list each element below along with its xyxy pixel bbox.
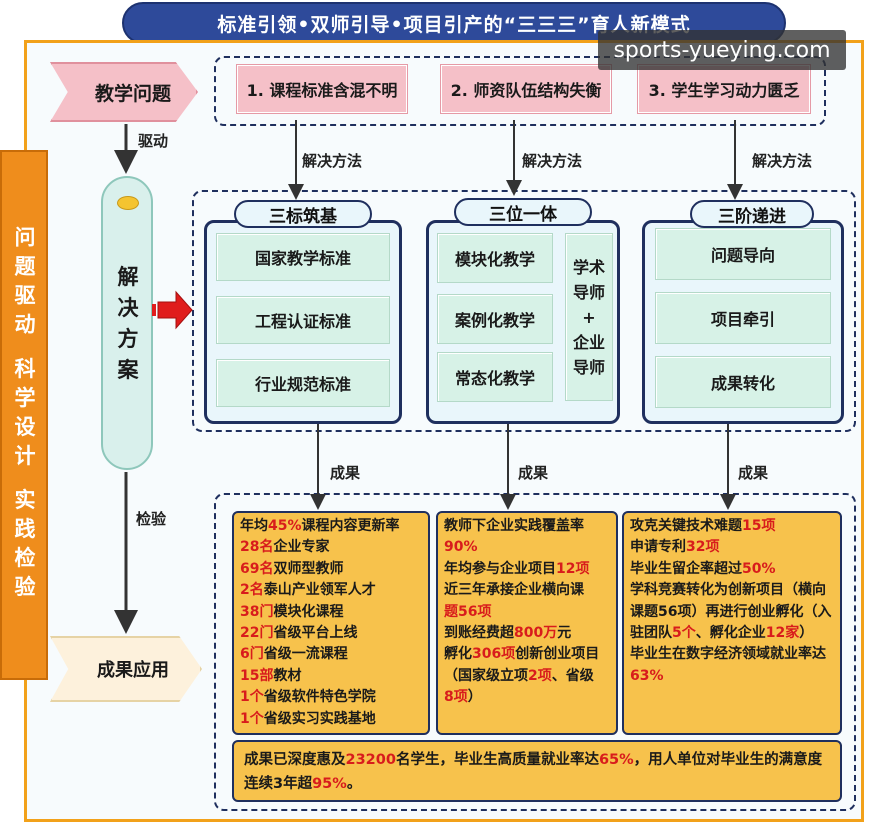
result-box-1: 年均45%课程内容更新率 28名企业专家 69名双师型教师 2名泰山产业领军人才… [232, 511, 430, 735]
results-group [214, 493, 856, 811]
problems-group [214, 56, 826, 126]
result-box-2: 教师下企业实践覆盖率 90% 年均参与企业项目12项 近三年承接企业横向课 题5… [436, 511, 618, 735]
result3-line-3: 毕业生留企率超过50% [630, 560, 776, 577]
method-label-2: 解决方法 [522, 152, 583, 170]
method-label-1: 解决方法 [302, 152, 363, 170]
result-application-node: 成果应用 [50, 636, 202, 702]
result1-line-10: 1个省级实习实践基地 [240, 710, 376, 727]
mentor-line-3: 企业 [572, 332, 605, 352]
result-box-3: 攻克关键技术难题15项 申请专利32项 毕业生留企率超过50% 学科竞赛转化为创… [622, 511, 842, 735]
solution-label: 解决方案 [117, 265, 139, 382]
watermark: sports-yueying.com [598, 30, 846, 70]
item-problem-oriented: 问题导向 [655, 228, 831, 280]
result-label-1: 成果 [330, 464, 361, 482]
problem-1: 1. 课程标准含混不明 [236, 64, 408, 114]
page-title: 标准引领•双师引导•项目引产的“三三三”育人新模式 [122, 2, 786, 44]
result2-line-9: 8项） [444, 689, 482, 706]
item-engineering-standard: 工程认证标准 [216, 296, 390, 344]
result1-line-4: 2名泰山产业领军人才 [240, 582, 376, 599]
result3-line-2: 申请专利32项 [630, 539, 720, 556]
pill-dot-icon [117, 196, 139, 210]
result1-line-5: 38门模块化课程 [240, 603, 344, 620]
mentor-line-1: 学术 [572, 257, 605, 277]
problem-2: 2. 师资队伍结构失衡 [440, 64, 612, 114]
solution-pill [101, 176, 153, 470]
result3-line-1: 攻克关键技术难题15项 [630, 518, 776, 534]
result1-line-6: 22门省级平台上线 [240, 625, 358, 642]
drive-label: 驱动 [138, 132, 169, 150]
result1-line-8: 15部教材 [240, 667, 302, 684]
item-national-standard: 国家教学标准 [216, 233, 390, 281]
result3-line-4: 学科竞赛转化为创新项目（横向课题56项）再进行创业孵化（入驻团队5个、孵化企业1… [630, 582, 832, 642]
mentor-line-4: 导师 [572, 357, 605, 377]
methods-group [192, 190, 856, 432]
mentor-box: 学术 导师 + 企业 导师 [565, 233, 613, 401]
mentor-line-2: 导师 [572, 282, 605, 302]
red-arrow-icon [152, 290, 193, 330]
result2-line-4: 近三年承接企业横向课 [444, 582, 584, 599]
result2-line-5: 题56项 [444, 603, 492, 620]
side-label: 问题驱动 科学设计 实践检验 [0, 150, 48, 680]
result1-line-1: 年均45%课程内容更新率 [240, 518, 400, 534]
item-regular-teaching: 常态化教学 [437, 352, 553, 402]
result1-line-3: 69名双师型教师 [240, 560, 344, 577]
item-case-teaching: 案例化教学 [437, 294, 553, 344]
item-project-driven: 项目牵引 [655, 292, 831, 344]
result2-line-2: 90% [444, 539, 478, 556]
item-modular-teaching: 模块化教学 [437, 233, 553, 283]
method-title-progression: 三阶递进 [690, 200, 814, 228]
side-label-text: 问题驱动 科学设计 实践检验 [12, 225, 36, 605]
result2-line-8: （国家级立项2项、省级 [444, 667, 594, 684]
result1-line-2: 28名企业专家 [240, 539, 330, 556]
result2-line-6: 到账经费超800万元 [444, 625, 572, 642]
item-result-conversion: 成果转化 [655, 356, 831, 408]
result-label-2: 成果 [518, 464, 549, 482]
item-industry-standard: 行业规范标准 [216, 359, 390, 407]
result-label-3: 成果 [738, 464, 769, 482]
mentor-plus: + [582, 307, 596, 327]
problem-3: 3. 学生学习动力匮乏 [637, 64, 811, 114]
method-title-integration: 三位一体 [454, 198, 592, 226]
result2-line-3: 年均参与企业项目12项 [444, 560, 590, 577]
result1-line-9: 1个省级软件特色学院 [240, 689, 376, 706]
result2-line-1: 教师下企业实践覆盖率 [444, 518, 584, 534]
result2-line-7: 孵化306项创新创业项目 [444, 646, 600, 663]
result3-line-5: 毕业生在数字经济领域就业率达63% [630, 646, 826, 684]
summary-box: 成果已深度惠及23200名学生，毕业生高质量就业率达65%，用人单位对毕业生的满… [232, 740, 842, 802]
result1-line-7: 6门省级一流课程 [240, 646, 348, 663]
method-label-3: 解决方法 [752, 152, 813, 170]
verify-label: 检验 [136, 510, 167, 528]
method-title-standards: 三标筑基 [234, 200, 372, 228]
